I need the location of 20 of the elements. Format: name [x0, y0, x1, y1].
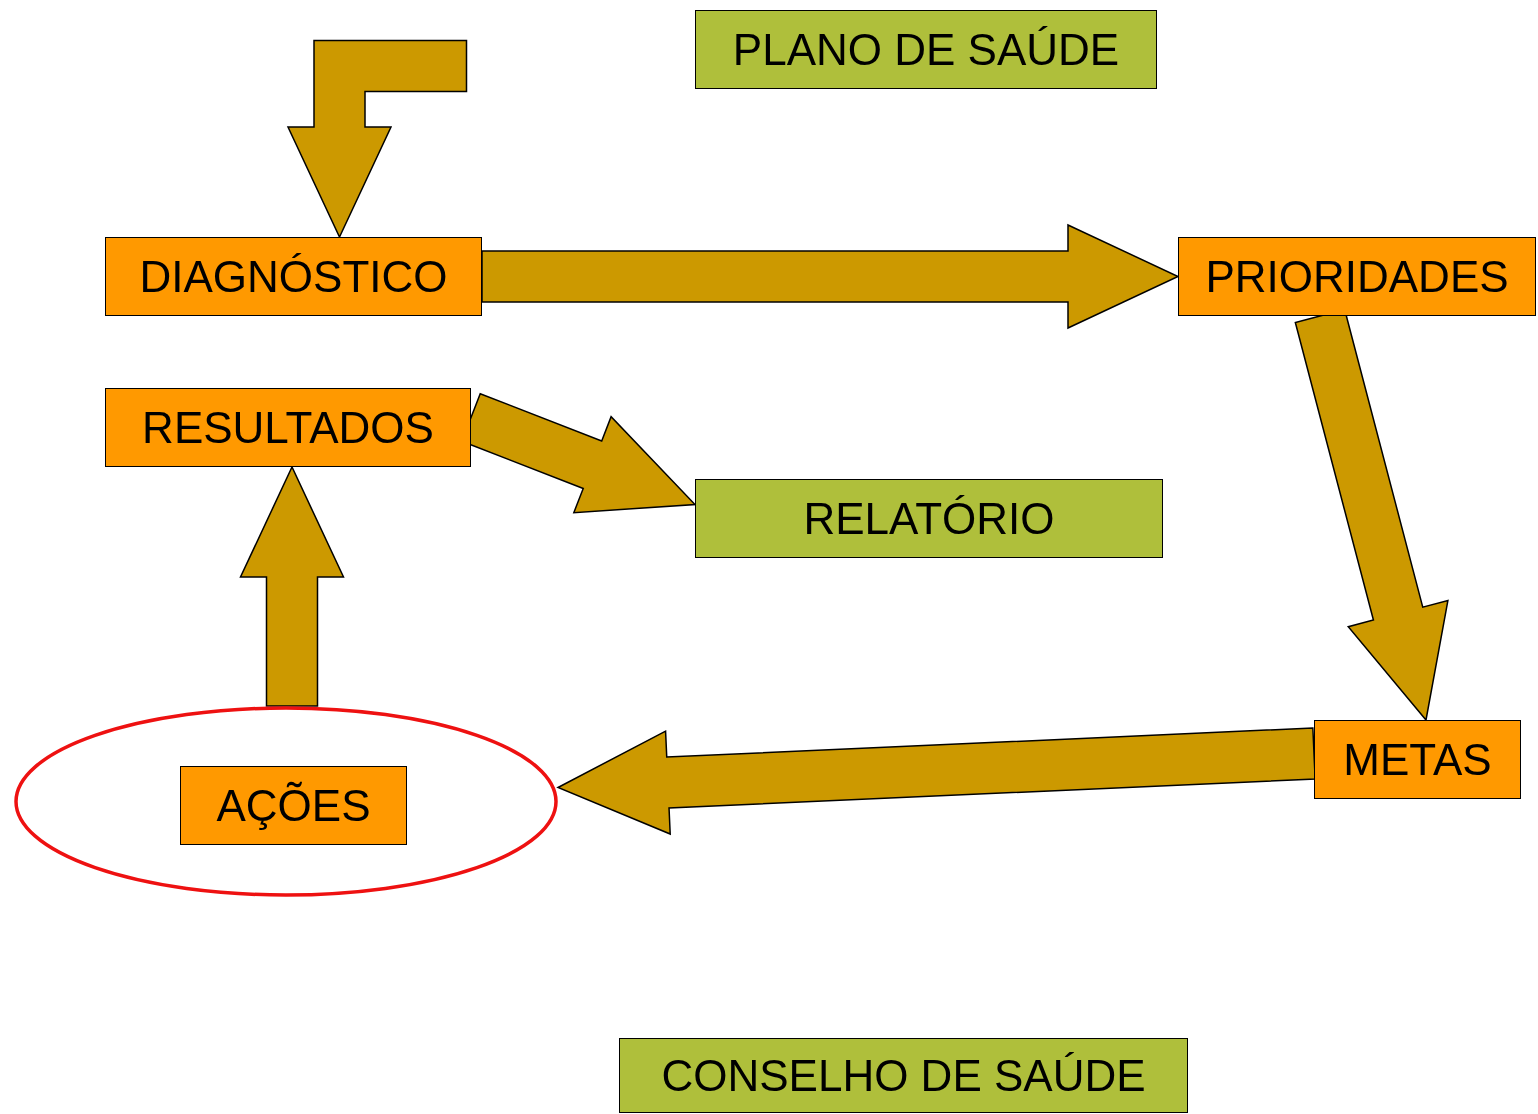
process-box: [1178, 237, 1536, 316]
box-label: PRIORIDADES: [1205, 254, 1509, 299]
box-label: CONSELHO DE SAÚDE: [661, 1053, 1146, 1098]
box-label: PLANO DE SAÚDE: [732, 27, 1120, 72]
block-arrow: [239, 465, 345, 707]
box-label: AÇÕES: [216, 783, 371, 828]
process-box: [695, 479, 1163, 558]
box-label: RELATÓRIO: [803, 496, 1055, 541]
box-label: RESULTADOS: [142, 405, 434, 450]
block-arrow: [556, 727, 1316, 836]
box-label: DIAGNÓSTICO: [139, 254, 448, 299]
process-box: [695, 10, 1157, 89]
process-box: [180, 766, 407, 845]
process-box: [105, 237, 482, 316]
process-box: [1314, 720, 1521, 799]
process-box: [619, 1038, 1188, 1113]
process-box: [105, 388, 471, 467]
block-arrow: [286, 39, 468, 239]
box-label: METAS: [1343, 737, 1492, 782]
block-arrow: [481, 223, 1180, 330]
